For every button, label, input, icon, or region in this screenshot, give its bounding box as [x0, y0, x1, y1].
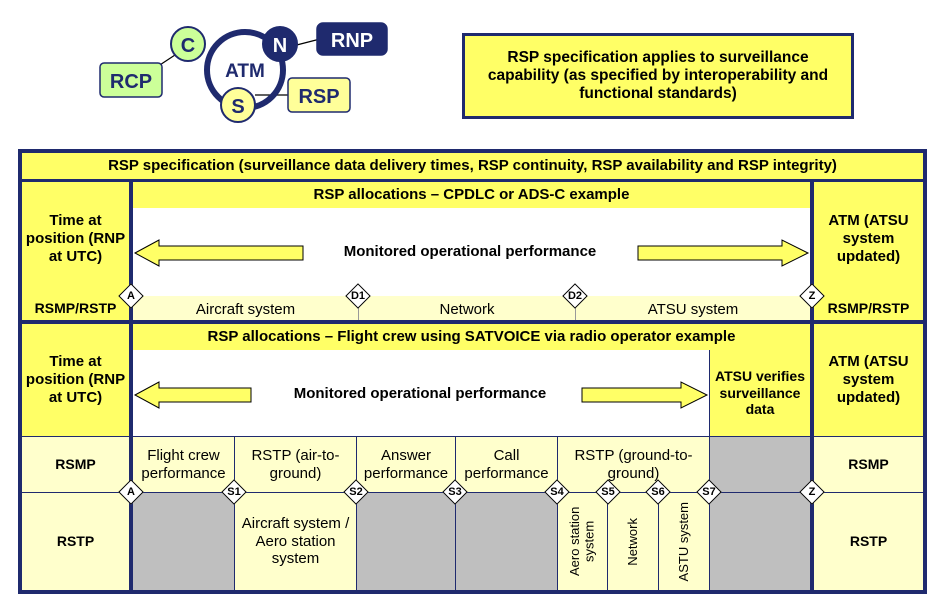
sec2-aero-station: Aero station system [558, 493, 607, 590]
sec1-seg-aircraft: Aircraft system [133, 296, 358, 320]
rnp-label: RNP [331, 30, 373, 52]
sec2-right-header: ATM (ATSU system updated) [814, 324, 923, 436]
sec2-flight-crew: Flight crew performance [133, 437, 234, 492]
sec1-title: RSP allocations – CPDLC or ADS-C example [133, 182, 810, 208]
sec2-call: Call performance [456, 437, 557, 492]
sec2-point-a: A [118, 479, 144, 505]
sec2-point-s1: S1 [221, 479, 247, 505]
sec2-arrow-right [581, 381, 709, 409]
sec2-rstp-left: RSTP [22, 493, 129, 590]
c-node-label: C [181, 35, 195, 57]
n-node-label: N [273, 35, 287, 57]
rsp-box [287, 77, 351, 113]
sec1-seg-network: Network [359, 296, 575, 320]
sec2-atsu-verifies: ATSU verifies surveillance data [710, 350, 810, 436]
sec2-title: RSP allocations – Flight crew using SATV… [133, 324, 810, 350]
sec2-network: Network [608, 493, 658, 590]
sec2-rsmp-right: RSMP [814, 437, 923, 492]
sec2-gray-2 [357, 493, 455, 590]
sec1-point-d1: D1 [345, 283, 371, 309]
sec2-point-s3: S3 [442, 479, 468, 505]
sec2-point-s4: S4 [544, 479, 570, 505]
sec2-point-s5: S5 [595, 479, 621, 505]
sec1-seg-atsu: ATSU system [576, 296, 810, 320]
sec2-gray-4 [710, 493, 810, 590]
atm-center-label: ATM [225, 61, 265, 82]
sec2-point-s2: S2 [343, 479, 369, 505]
table-header: RSP specification (surveillance data del… [22, 153, 923, 179]
sec2-point-s6: S6 [645, 479, 671, 505]
sec2-arrow-left [133, 381, 252, 409]
atm-logo: ATM RCP RSP RNP C N S [99, 22, 388, 123]
sec1-monitored-label: Monitored operational performance [343, 243, 597, 261]
rsp-note-box: RSP specification applies to surveillanc… [462, 33, 854, 119]
sec1-arrow-right [637, 239, 810, 267]
sec2-point-s7: S7 [696, 479, 722, 505]
s-node [220, 87, 256, 123]
sec2-astu: ASTU system [659, 493, 709, 590]
sec1-left-header: Time at position (RNP at UTC) [22, 182, 129, 296]
sec2-point-z: Z [799, 479, 825, 505]
sec1-rsmp-rstp-left: RSMP/RSTP [22, 296, 129, 320]
rsp-note-text: RSP specification applies to surveillanc… [487, 48, 829, 103]
sec2-answer: Answer performance [357, 437, 455, 492]
sec2-left-header: Time at position (RNP at UTC) [22, 324, 129, 436]
sec2-gray-rsmp [710, 437, 810, 492]
sec1-right-header: ATM (ATSU system updated) [814, 182, 923, 296]
rcp-box [99, 62, 163, 98]
sec2-monitored-label: Monitored operational performance [293, 385, 547, 403]
sec2-gray-3 [456, 493, 557, 590]
sec2-rsmp-left: RSMP [22, 437, 129, 492]
sec2-aircraft-aero: Aircraft system / Aero station system [235, 493, 356, 590]
sec1-point-d2: D2 [562, 283, 588, 309]
rnp-box [316, 22, 388, 56]
n-node [262, 26, 298, 62]
rcp-label: RCP [110, 71, 152, 93]
sec2-rstp-air: RSTP (air-to-ground) [235, 437, 356, 492]
sec2-rstp-ground: RSTP (ground-to-ground) [558, 437, 709, 492]
sec2-gray-1 [133, 493, 234, 590]
rsp-label: RSP [298, 86, 339, 108]
s-node-label: S [231, 96, 244, 118]
c-node [170, 26, 206, 62]
sec1-point-a: A [118, 283, 144, 309]
sec2-rstp-right: RSTP [814, 493, 923, 590]
sec1-rsmp-rstp-right: RSMP/RSTP [814, 296, 923, 320]
sec1-arrow-left [133, 239, 304, 267]
sec1-point-z: Z [799, 283, 825, 309]
